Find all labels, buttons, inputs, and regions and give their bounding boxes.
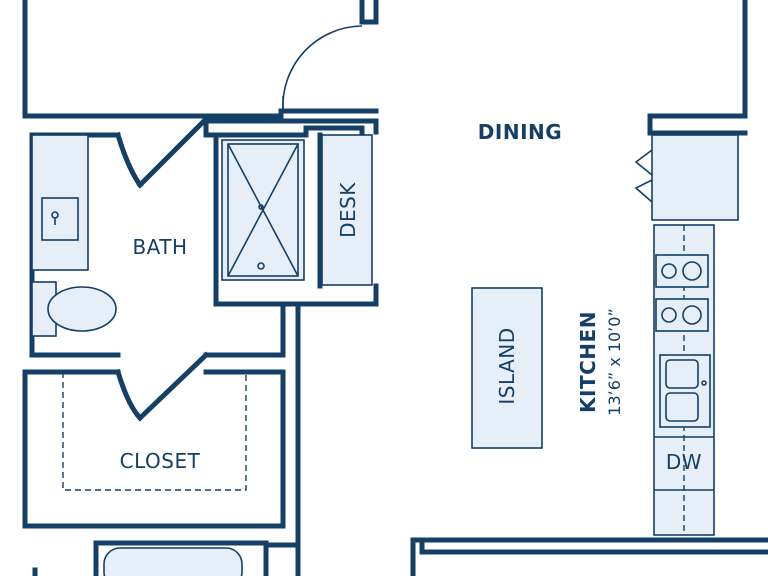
kitchen-dimensions: 13’6” x 10’0”	[605, 308, 624, 415]
bath-label: BATH	[132, 235, 187, 259]
closet-label: CLOSET	[120, 449, 201, 473]
island-label: ISLAND	[495, 327, 519, 404]
sink	[41, 197, 79, 241]
dishwasher-label: DW	[666, 450, 702, 474]
island	[471, 287, 543, 449]
bath-fixtures	[31, 134, 373, 337]
dining-label: DINING	[478, 120, 562, 144]
cooktop-lower	[655, 298, 709, 332]
fridge	[651, 134, 739, 221]
desk	[321, 134, 373, 286]
toilet-bowl	[47, 286, 117, 332]
kitchen-fixtures	[471, 134, 739, 536]
closet-door-swing	[114, 368, 144, 422]
doors	[114, 25, 363, 422]
desk-label: DESK	[336, 182, 360, 238]
walls	[22, 0, 768, 576]
cooktop-upper	[655, 254, 709, 288]
bath-door-swing	[114, 131, 144, 189]
entry-door-swing	[282, 25, 363, 111]
kitchen-sink	[659, 354, 711, 428]
bathtub	[103, 547, 243, 576]
closet-shelf	[62, 372, 247, 491]
kitchen-label: KITCHEN	[576, 311, 600, 413]
